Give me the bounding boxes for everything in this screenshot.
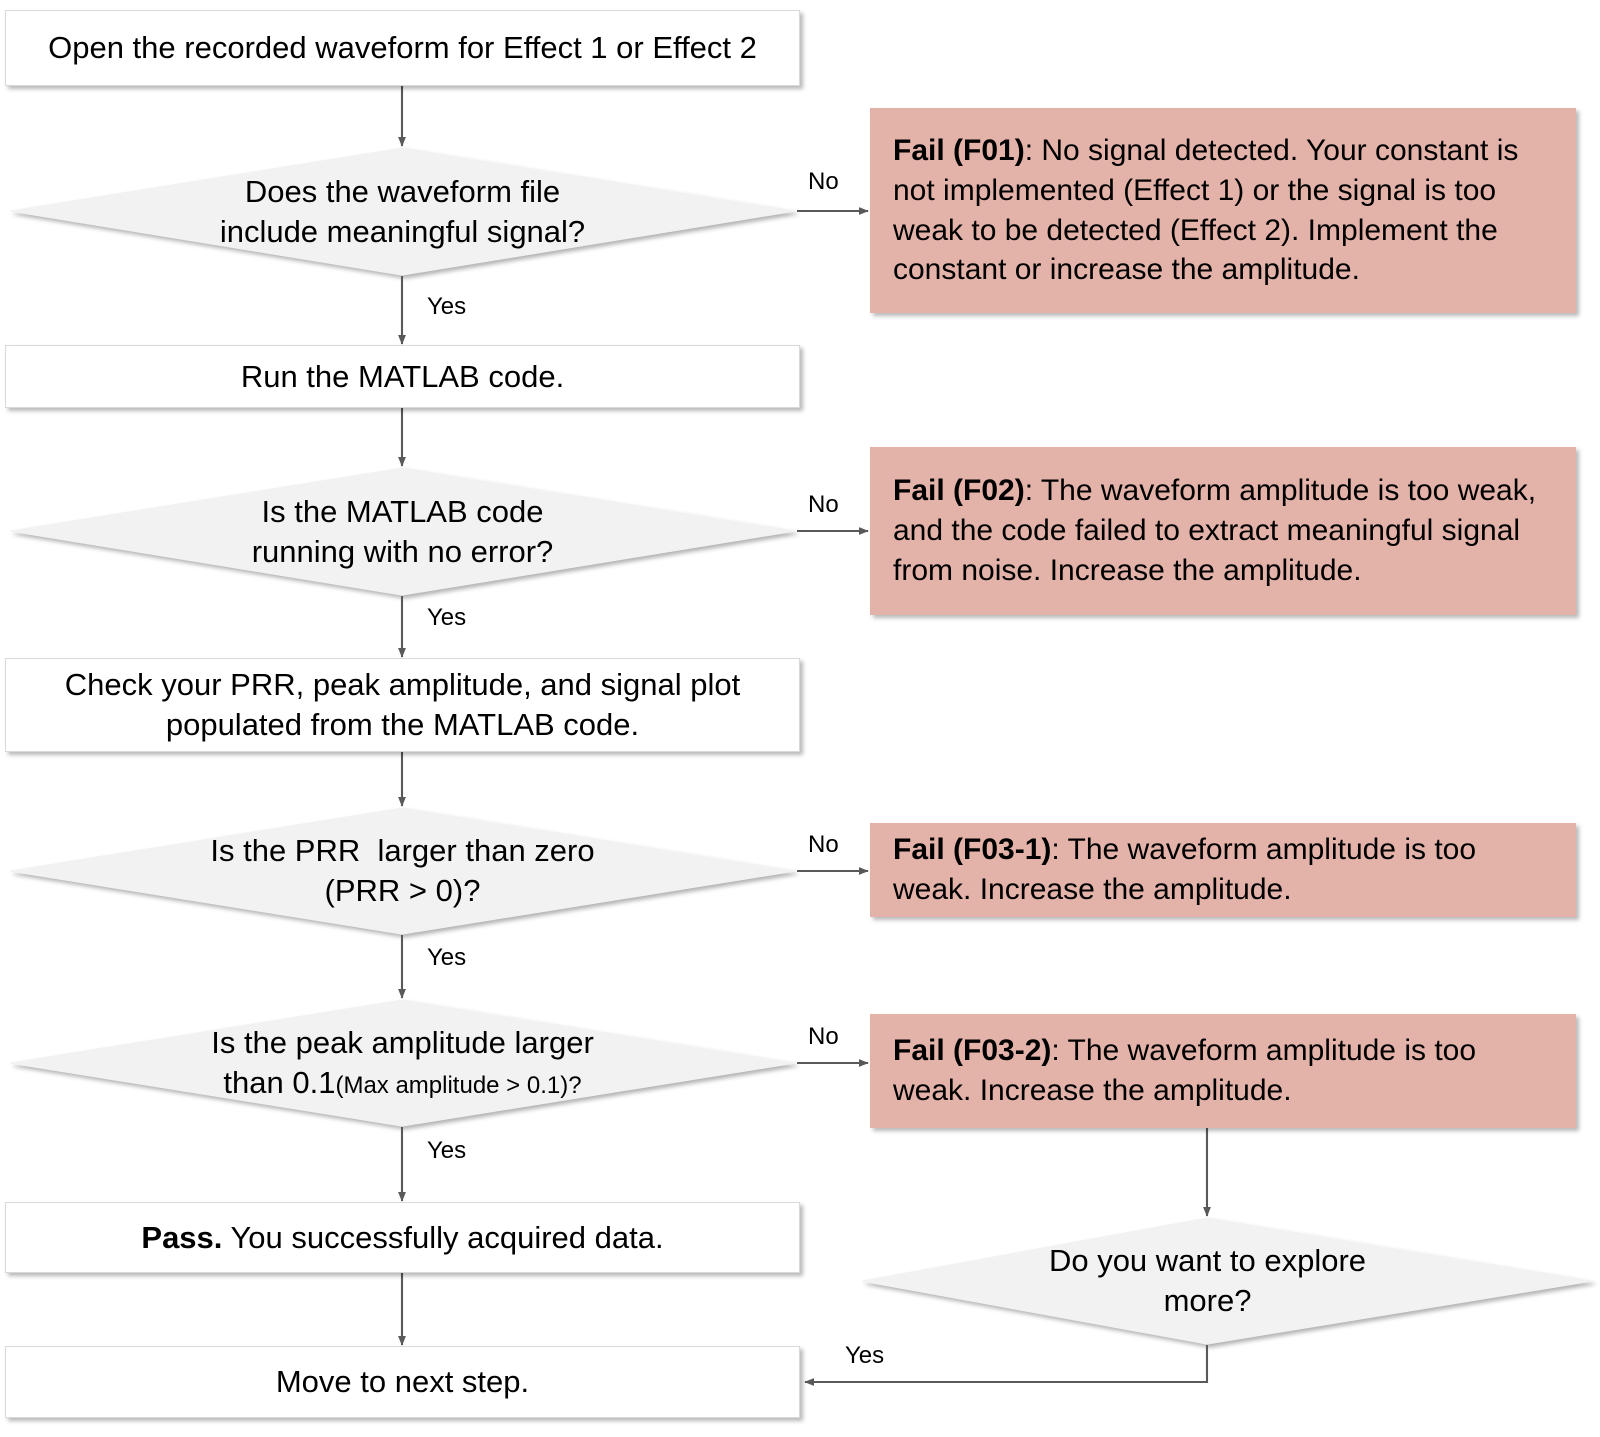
edge-label-no-2: No	[808, 491, 839, 518]
decision-shape-peak-amplitude	[9, 999, 796, 1127]
node-fail-f03-1-separator: :	[1051, 833, 1068, 867]
decision-shape-explore-more	[861, 1217, 1593, 1345]
decision-shape-prr	[9, 807, 796, 935]
decision-shape-no-error	[9, 467, 796, 596]
node-decision-meaningful-signal[interactable]: Does the waveform file include meaningfu…	[110, 148, 695, 275]
node-fail-f01-label: Fail (F01)	[893, 133, 1025, 167]
node-fail-f03-2-text: Fail (F03-2): The waveform amplitude is …	[893, 1031, 1555, 1111]
node-fail-f03-2-label: Fail (F03-2)	[893, 1034, 1052, 1068]
edge-label-yes-3: Yes	[427, 944, 467, 971]
node-fail-f03-2-detail: The waveform amplitude is too weak. Incr…	[893, 1034, 1477, 1107]
node-check-outputs-line1: Check your PRR, peak amplitude, and sign…	[64, 667, 741, 703]
decision-peak-amplitude-line2-main: than 0.1	[223, 1065, 336, 1100]
node-run-matlab-text: Run the MATLAB code.	[240, 358, 565, 394]
node-check-outputs-line2: populated from the MATLAB code.	[165, 707, 640, 742]
edge-label-yes-1: Yes	[427, 293, 467, 320]
node-fail-f03-1-label: Fail (F03-1)	[893, 833, 1052, 867]
edge-label-yes-2: Yes	[427, 604, 467, 631]
node-decision-explore-more[interactable]: Do you want to explore more?	[930, 1218, 1485, 1344]
node-fail-f02[interactable]: Fail (F02): The waveform amplitude is to…	[870, 447, 1576, 615]
decision-no-error-line1: Is the MATLAB code	[261, 493, 544, 529]
node-fail-f02-detail: The waveform amplitude is too weak, and …	[893, 474, 1537, 587]
node-check-outputs[interactable]: Check your PRR, peak amplitude, and sign…	[5, 658, 800, 752]
node-fail-f03-2-separator: :	[1051, 1034, 1068, 1068]
decision-no-error-line2: running with no error?	[251, 533, 554, 569]
decision-prr-line2: (PRR > 0)?	[324, 873, 481, 908]
node-pass-detail: You successfully acquired data.	[222, 1219, 664, 1255]
edge-label-yes-explore: Yes	[845, 1342, 885, 1369]
decision-peak-amplitude-line2-small: (Max amplitude > 0.1)?	[335, 1072, 582, 1099]
node-fail-f01[interactable]: Fail (F01): No signal detected. Your con…	[870, 108, 1576, 313]
decision-meaningful-signal-line2: include meaningful signal?	[219, 213, 586, 249]
node-fail-f02-separator: :	[1024, 474, 1041, 508]
node-run-matlab[interactable]: Run the MATLAB code.	[5, 345, 800, 408]
edge-label-yes-4: Yes	[427, 1137, 467, 1164]
node-fail-f03-1-text: Fail (F03-1): The waveform amplitude is …	[893, 830, 1555, 910]
decision-explore-more-line2: more?	[1163, 1283, 1252, 1318]
edge-label-no-3: No	[808, 831, 839, 858]
node-fail-f02-label: Fail (F02)	[893, 474, 1025, 508]
node-open-waveform[interactable]: Open the recorded waveform for Effect 1 …	[5, 10, 800, 86]
node-next-step-text: Move to next step.	[275, 1364, 530, 1400]
decision-explore-more-line1: Do you want to explore	[1048, 1243, 1367, 1279]
edge-label-no-4: No	[808, 1023, 839, 1050]
node-pass-label: Pass.	[141, 1219, 223, 1255]
node-pass[interactable]: Pass. You successfully acquired data.	[5, 1202, 800, 1273]
node-fail-f01-detail: No signal detected. Your constant is not…	[893, 133, 1519, 287]
node-fail-f03-2[interactable]: Fail (F03-2): The waveform amplitude is …	[870, 1014, 1576, 1128]
node-decision-prr[interactable]: Is the PRR larger than zero (PRR > 0)?	[110, 808, 695, 934]
node-fail-f03-1-detail: The waveform amplitude is too weak. Incr…	[893, 833, 1477, 906]
node-fail-f01-separator: :	[1024, 133, 1042, 167]
node-fail-f03-1[interactable]: Fail (F03-1): The waveform amplitude is …	[870, 823, 1576, 917]
node-decision-no-error[interactable]: Is the MATLAB code running with no error…	[110, 468, 695, 595]
decision-peak-amplitude-line2: than 0.1(Max amplitude > 0.1)?	[223, 1063, 581, 1103]
node-decision-peak-amplitude[interactable]: Is the peak amplitude larger than 0.1(Ma…	[110, 1000, 695, 1126]
node-fail-f02-text: Fail (F02): The waveform amplitude is to…	[893, 471, 1555, 591]
node-fail-f01-text: Fail (F01): No signal detected. Your con…	[893, 131, 1555, 291]
node-open-waveform-text: Open the recorded waveform for Effect 1 …	[48, 30, 757, 66]
node-pass-text: Pass. You successfully acquired data.	[141, 1218, 663, 1258]
edge-label-no-1: No	[808, 168, 839, 195]
edge-explore-yes-to-next	[804, 1345, 1209, 1386]
node-next-step[interactable]: Move to next step.	[5, 1346, 800, 1418]
decision-prr-line1: Is the PRR larger than zero	[210, 833, 595, 869]
decision-shape-meaningful-signal	[9, 147, 796, 276]
decision-peak-amplitude-line1: Is the peak amplitude larger	[211, 1025, 594, 1061]
decision-meaningful-signal-line1: Does the waveform file	[244, 173, 561, 209]
